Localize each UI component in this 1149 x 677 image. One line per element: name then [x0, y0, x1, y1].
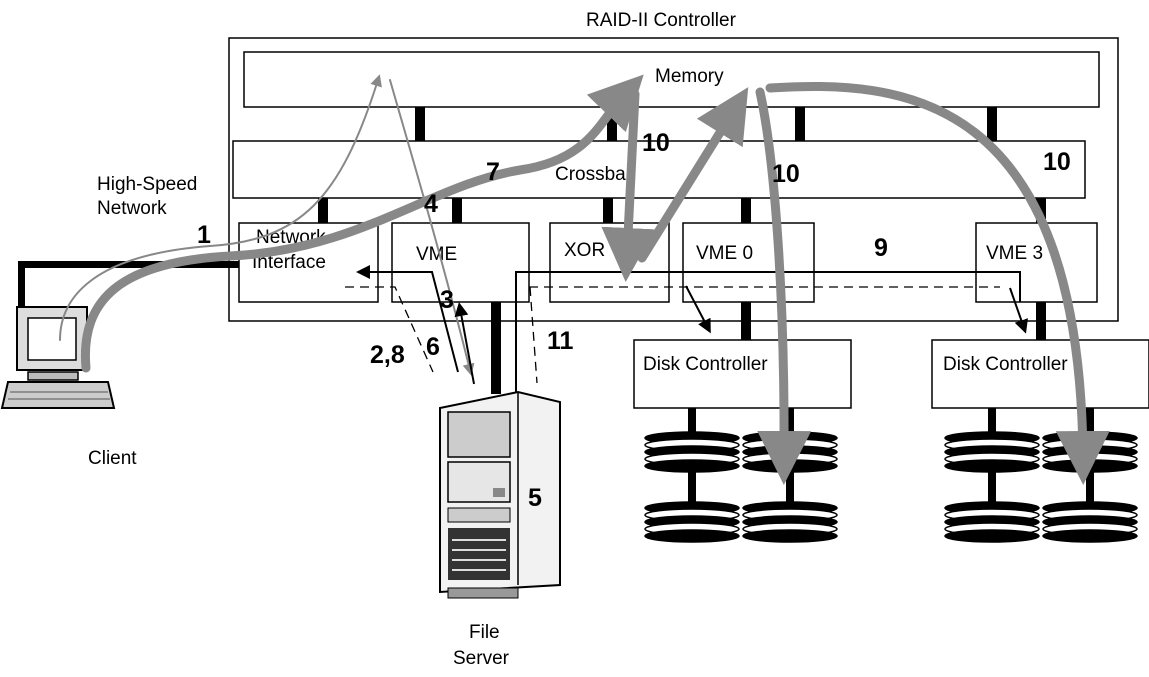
crossbar-link-vme: [452, 198, 462, 223]
disk-platter: [644, 459, 740, 473]
vme3-disk-link: [1036, 302, 1046, 340]
crossbar-box: [232, 140, 1086, 199]
vme-label: VME: [416, 244, 457, 265]
disk-stack-3: [944, 431, 1040, 543]
disk-stack-2: [742, 431, 838, 543]
memory-link-1: [415, 107, 425, 141]
step-4-label: 4: [424, 190, 438, 218]
disk-platter: [742, 459, 838, 473]
vme-bus: [515, 271, 1021, 394]
crossbar-link-netif: [318, 198, 328, 223]
control-path-2-8: [345, 286, 434, 373]
step-1-label: 1: [197, 221, 211, 249]
disk-stack-group-2: [944, 408, 1138, 543]
flow-10-xor-to-memory: [637, 87, 749, 263]
disk-stack-group-1: [644, 408, 838, 543]
flow-10-memory-to-disk-2: [765, 81, 1110, 485]
step-5-label: 5: [528, 484, 542, 512]
crossbar-link-vme0: [741, 198, 751, 223]
disk-platter: [944, 459, 1040, 473]
disk-platter: [1042, 529, 1138, 543]
step-10a-label: 10: [642, 129, 670, 157]
disk-controller-1-box: [633, 339, 852, 409]
network-link-horizontal: [18, 261, 239, 268]
step-7-label: 7: [486, 158, 500, 186]
disk-controller-1-label: Disk Controller: [643, 354, 768, 375]
fileserver-link: [491, 302, 501, 394]
disk-platter: [944, 529, 1040, 543]
step-11-label: 11: [547, 327, 574, 355]
file-server-icon: [439, 390, 561, 599]
flow-client-to-memory: [59, 74, 382, 341]
network-interface-label-2: Interface: [252, 252, 326, 273]
flow-memory-to-server: [389, 79, 475, 376]
memory-link-4: [987, 107, 997, 141]
arrow-3-to-vme: [454, 302, 475, 385]
client-computer-icon: [0, 306, 116, 409]
crossbar-label: Crossbar: [555, 164, 633, 185]
memory-box: [243, 51, 1100, 108]
disk-platter: [644, 529, 740, 543]
network-label-1: High-Speed: [97, 174, 197, 195]
vme0-box: [682, 222, 815, 303]
disk-stack-1: [644, 431, 740, 543]
xor-label: XOR: [564, 240, 605, 261]
step-3-label: 3: [440, 286, 454, 314]
flow-7-client-to-memory: [80, 74, 644, 373]
fileserver-label-2: Server: [453, 648, 510, 669]
network-link-vertical: [18, 261, 25, 311]
disk-platter: [742, 529, 838, 543]
fileserver-label-1: File: [469, 622, 500, 643]
vme3-label: VME 3: [986, 243, 1043, 264]
vme3-box: [975, 222, 1098, 303]
controller-title: RAID-II Controller: [586, 10, 737, 31]
disk-controller-2-label: Disk Controller: [943, 354, 1068, 375]
step-2-8-label: 2,8: [370, 341, 405, 369]
step-6-label: 6: [426, 333, 440, 361]
arrow-6-to-netif: [356, 265, 459, 373]
step-10c-label: 10: [1043, 148, 1071, 176]
arrow-9-to-disk-controller-2: [1009, 287, 1028, 334]
step-10b-label: 10: [772, 160, 800, 188]
flow-10-memory-to-disk-1: [755, 87, 812, 485]
vme-box: [391, 222, 530, 303]
arrow-9-to-disk-controller-1: [685, 285, 711, 334]
flow-10-memory-to-xor: [601, 89, 656, 282]
disk-controller-2-box: [931, 339, 1149, 409]
disk-platter: [1042, 459, 1138, 473]
memory-label: Memory: [655, 66, 724, 87]
client-label: Client: [88, 448, 137, 469]
vme0-disk-link: [741, 302, 751, 340]
control-path-11-down: [529, 286, 538, 384]
network-label-2: Network: [97, 198, 167, 219]
memory-link-3: [795, 107, 805, 141]
vme0-label: VME 0: [696, 243, 753, 264]
crossbar-link-xor: [603, 198, 613, 223]
step-9-label: 9: [874, 234, 888, 262]
